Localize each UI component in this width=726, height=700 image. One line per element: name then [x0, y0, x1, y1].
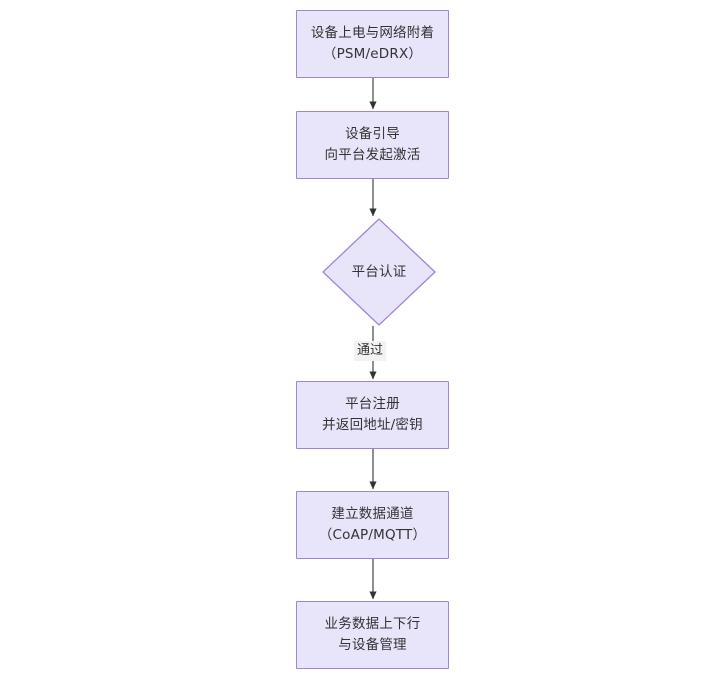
node-business-data[interactable]: 业务数据上下行 与设备管理 [296, 601, 449, 669]
node-device-power-on[interactable]: 设备上电与网络附着 （PSM/eDRX） [296, 10, 449, 78]
node-platform-auth[interactable]: 平台认证 [322, 218, 436, 326]
edge-label-pass: 通过 [354, 341, 387, 361]
node-label-platform-register: 平台注册 并返回地址/密钥 [322, 396, 423, 433]
node-label-data-channel: 建立数据通道 （CoAP/MQTT） [318, 506, 427, 543]
node-label-business-data: 业务数据上下行 与设备管理 [324, 616, 421, 653]
node-label-device-power-on: 设备上电与网络附着 （PSM/eDRX） [310, 25, 435, 62]
node-label-device-bootstrap: 设备引导 向平台发起激活 [324, 126, 421, 163]
diamond-shape-icon [322, 218, 436, 326]
node-data-channel[interactable]: 建立数据通道 （CoAP/MQTT） [296, 491, 449, 559]
node-device-bootstrap[interactable]: 设备引导 向平台发起激活 [296, 111, 449, 179]
node-label-platform-auth: 平台认证 [351, 263, 407, 280]
node-platform-register[interactable]: 平台注册 并返回地址/密钥 [296, 381, 449, 449]
